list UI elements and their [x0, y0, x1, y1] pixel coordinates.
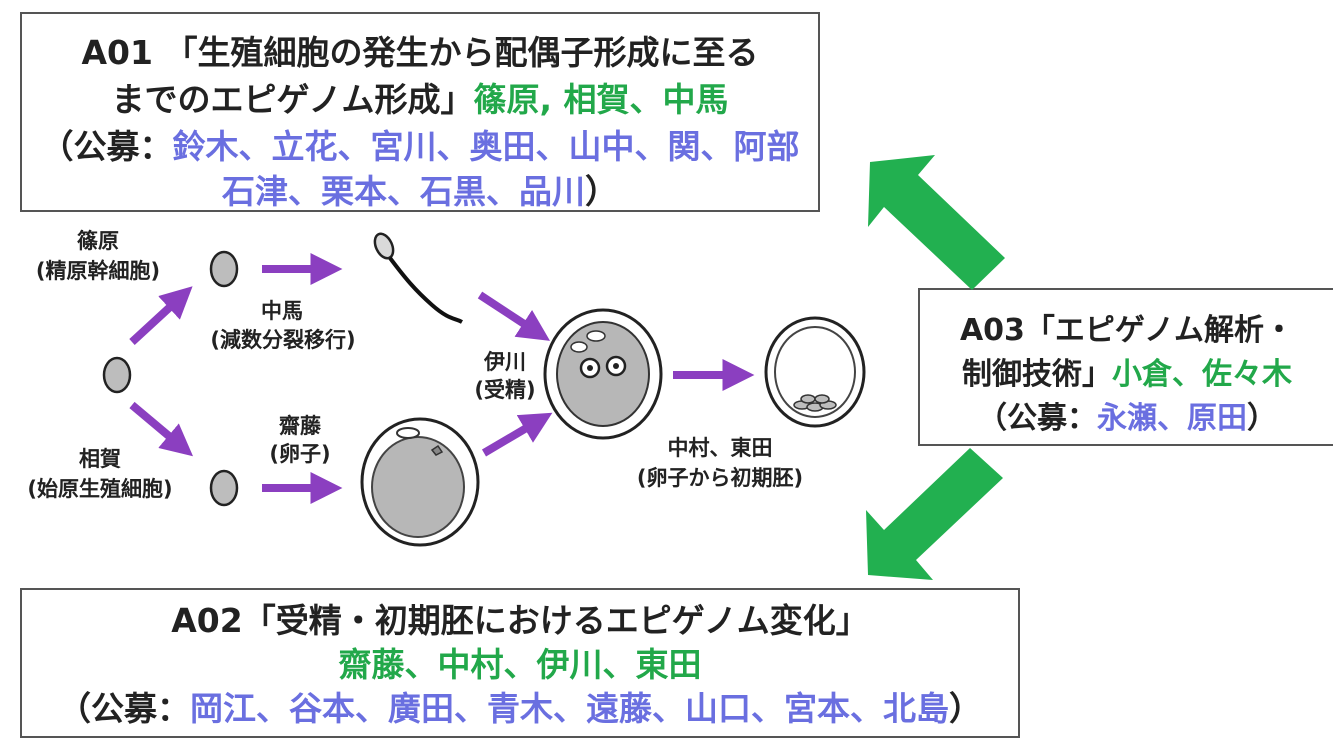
arrow-stem-to-pgc: [129, 401, 194, 457]
label-saito: 齋藤: [279, 414, 321, 438]
label-shinohara-sub: (精原幹細胞): [35, 259, 161, 283]
early-embryo-icon: [764, 316, 866, 428]
arrow-stem-to-spermatogonia: [129, 286, 193, 345]
a02-public-prefix: （公募：: [58, 689, 190, 728]
a02-public-names: 岡江、谷本、廣田、青木、遠藤、山口、宮本、北島: [190, 689, 949, 728]
label-ikawa: 伊川: [484, 350, 526, 374]
a03-public-prefix: （公募：: [977, 401, 1097, 436]
a03-box: A03「エピゲノム解析・ 制御技術」小倉、佐々木 （公募：永瀬、原田）: [918, 288, 1333, 446]
label-ikawa-sub: (受精): [474, 378, 536, 402]
a03-title-part2: 制御技術」: [962, 357, 1112, 392]
a02-public-line: （公募：岡江、谷本、廣田、青木、遠藤、山口、宮本、北島）: [22, 686, 1018, 731]
a01-public-prefix: （公募：: [40, 127, 173, 166]
a02-public-suffix: ）: [949, 689, 982, 728]
a03-title-line2: 制御技術」小倉、佐々木: [920, 352, 1333, 397]
a03-public-line: （公募：永瀬、原田）: [920, 396, 1333, 441]
label-aiga: 相賀: [79, 447, 121, 471]
a03-public-names: 永瀬、原田: [1097, 401, 1247, 436]
a03-title-part1: 「エピゲノム解析・: [1024, 313, 1295, 348]
label-nakamura: 中村、東田: [667, 436, 773, 460]
a01-public-names-1: 鈴木、立花、宮川、奥田、山中、関、阿部: [172, 127, 800, 166]
a01-title-line2: までのエピゲノム形成」篠原, 相賀、中馬: [22, 77, 818, 122]
label-nakamura-sub: (卵子から初期胚): [636, 466, 804, 490]
a01-code: A01: [81, 33, 153, 72]
a01-public-suffix: ）: [585, 172, 618, 211]
spermatogonia-cell: [209, 250, 239, 288]
a02-box: A02「受精・初期胚におけるエピゲノム変化」 齋藤、中村、伊川、東田 （公募：岡…: [20, 588, 1020, 738]
a01-title-part2: までのエピゲノム形成」: [111, 80, 474, 119]
a03-code: A03: [959, 313, 1025, 348]
a01-title-part1: 「生殖細胞の発生から配偶子形成に至る: [164, 33, 759, 72]
a02-title: 「受精・初期胚におけるエピゲノム変化」: [242, 601, 869, 640]
arrow-oocyte-to-zygote: [481, 412, 553, 457]
a03-title-line1: A03「エピゲノム解析・: [920, 308, 1333, 353]
a02-code: A02: [171, 601, 243, 640]
a02-leaders: 齋藤、中村、伊川、東田: [338, 645, 702, 684]
purple-arrows: [129, 253, 755, 504]
sperm-icon: [373, 232, 463, 324]
a01-title-line1: A01 「生殖細胞の発生から配偶子形成に至る: [22, 30, 818, 75]
green-arrow-down: [866, 448, 1003, 580]
green-arrow-up: [868, 155, 1005, 290]
pgc-cell: [209, 469, 239, 507]
a01-public-line2: 石津、栗本、石黒、品川）: [22, 169, 818, 214]
a03-public-suffix: ）: [1247, 401, 1277, 436]
a01-public-names-2: 石津、栗本、石黒、品川: [222, 172, 585, 211]
label-chuma-sub: (減数分裂移行): [210, 328, 356, 352]
a01-public-line1: （公募：鈴木、立花、宮川、奥田、山中、関、阿部: [22, 124, 818, 169]
label-saito-sub: (卵子): [269, 442, 331, 466]
label-aiga-sub: (始原生殖細胞): [27, 477, 173, 501]
a02-title-line: A02「受精・初期胚におけるエピゲノム変化」: [22, 598, 1018, 643]
stem-cell: [102, 356, 132, 394]
arrow-sperm-to-zygote: [477, 291, 551, 341]
a02-leaders-line: 齋藤、中村、伊川、東田: [22, 642, 1018, 687]
oocyte-icon: [360, 417, 480, 547]
label-chuma: 中馬: [261, 299, 303, 323]
a03-leaders: 小倉、佐々木: [1112, 357, 1292, 392]
zygote-icon: [543, 308, 663, 440]
a01-leaders: 篠原, 相賀、中馬: [473, 80, 729, 119]
label-shinohara: 篠原: [77, 229, 119, 253]
a01-box: A01 「生殖細胞の発生から配偶子形成に至る までのエピゲノム形成」篠原, 相賀…: [20, 12, 820, 212]
